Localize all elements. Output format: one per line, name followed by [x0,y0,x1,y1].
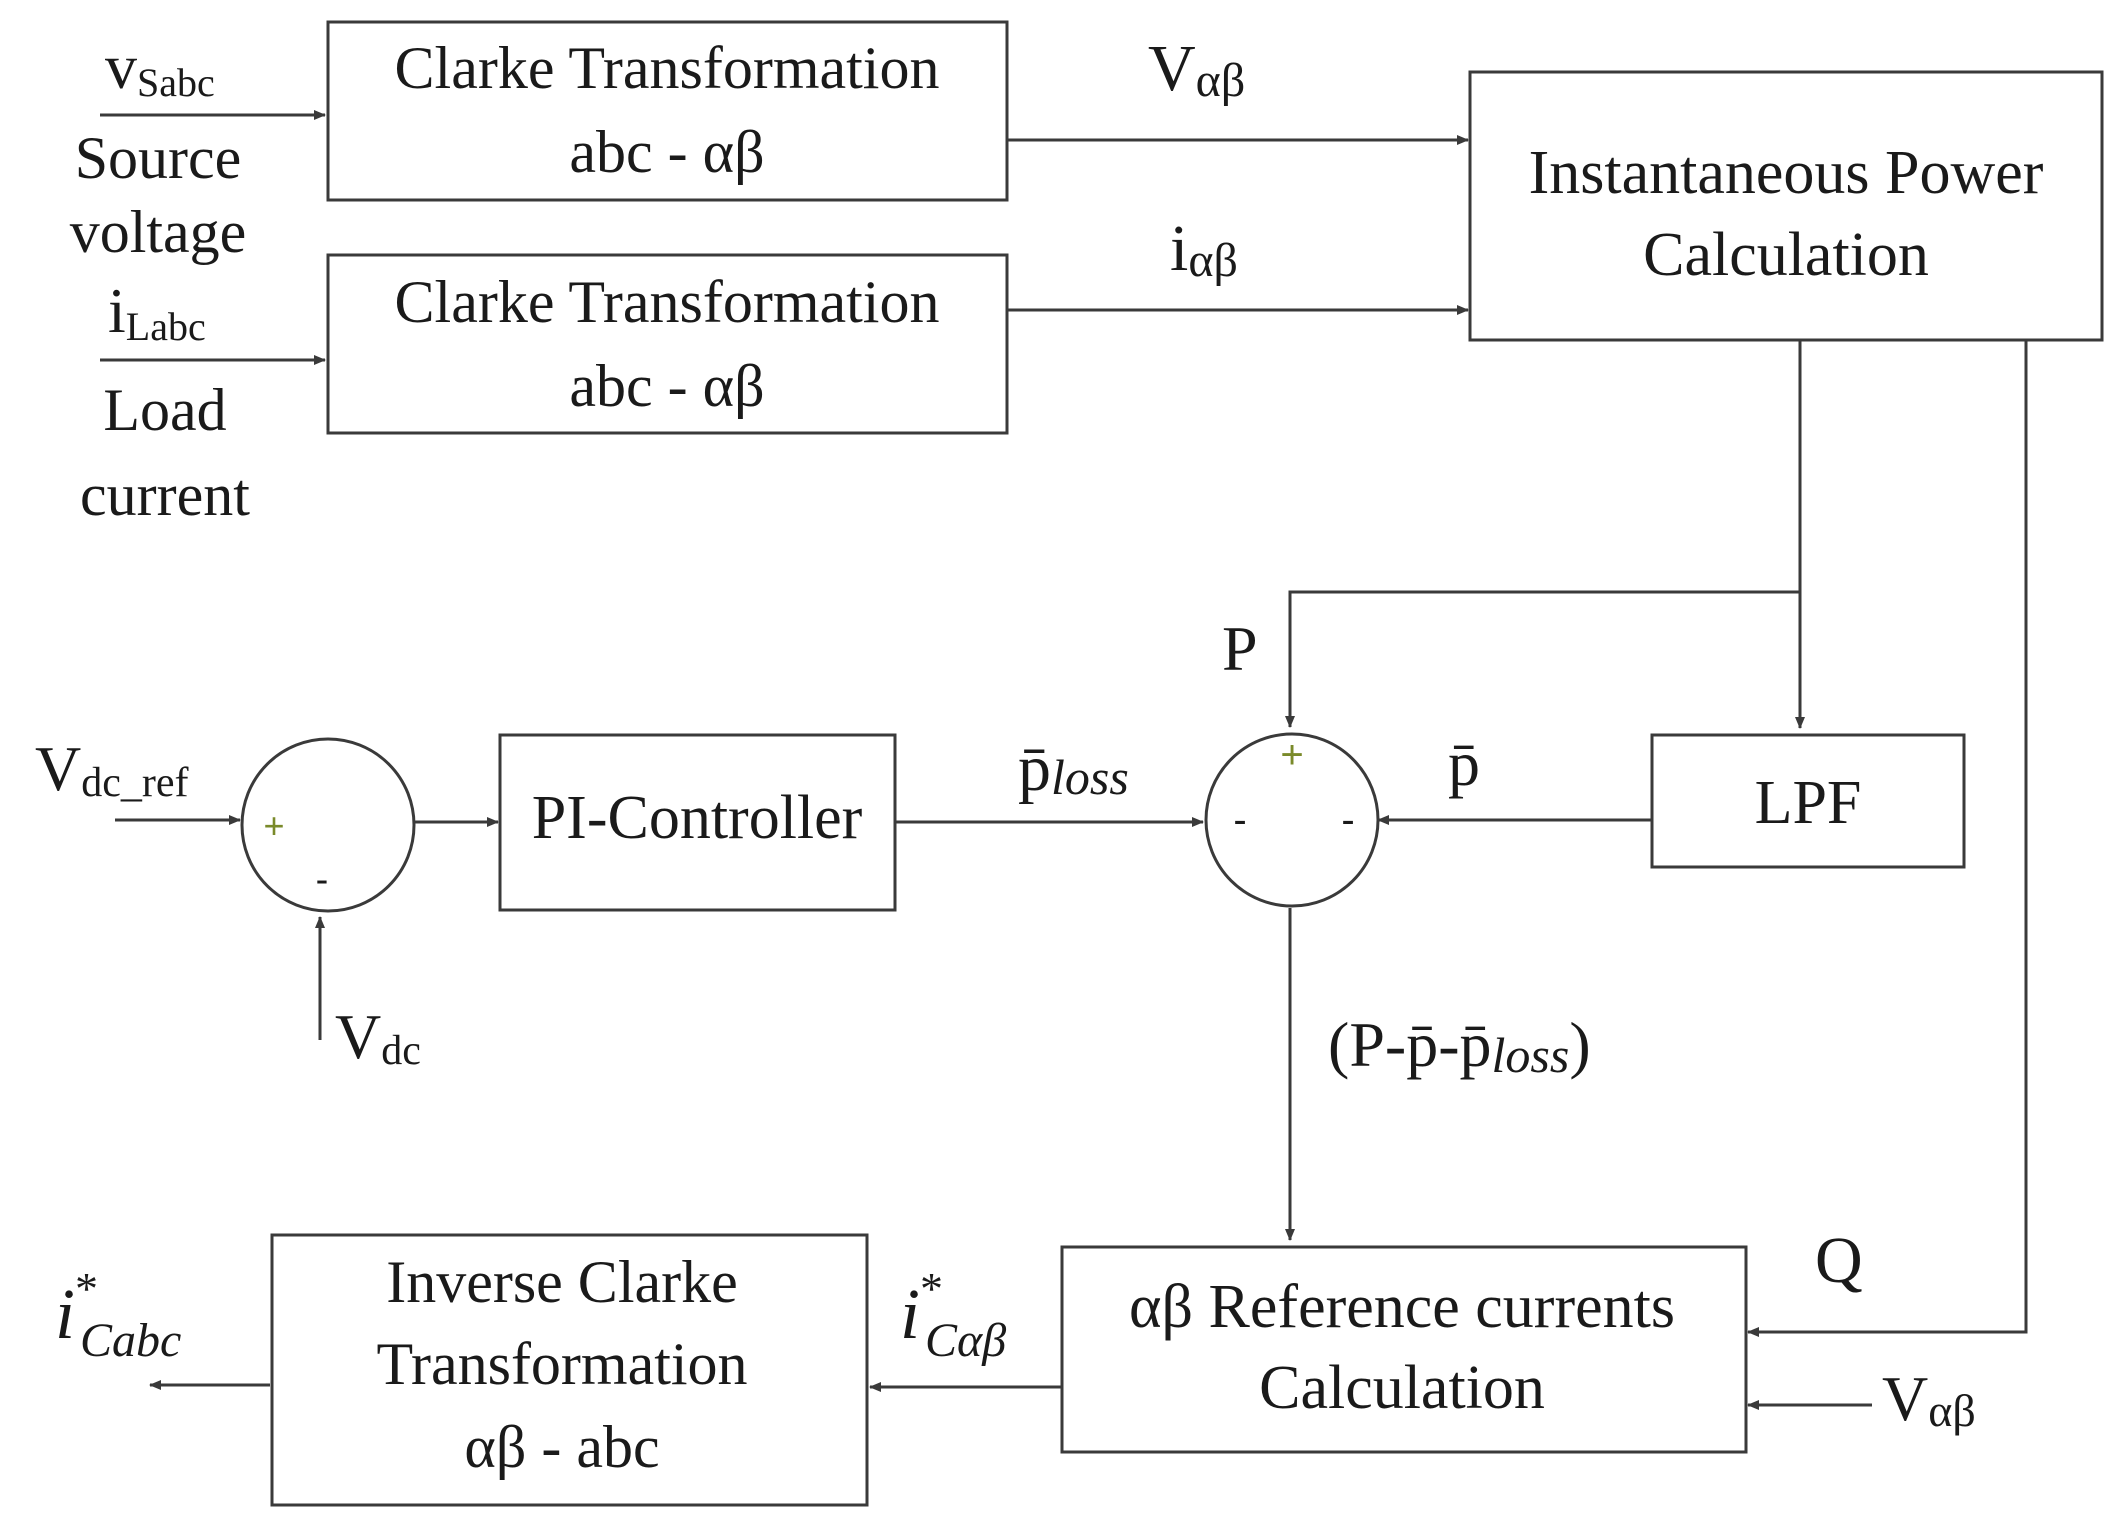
label-source: Source [75,125,242,191]
power-calc-title: Instantaneous Power [1529,139,2044,207]
signal-wires [100,110,2028,1410]
label-ic-alpha-beta: i*Cαβ [900,1263,1006,1367]
clarke-block-voltage: Clarke Transformation abc - αβ [326,20,1009,202]
dc-summer-plus-sign: + [263,805,284,846]
power-summer-minus-right: - [1341,798,1354,842]
power-summer-minus-left: - [1233,798,1246,842]
label-q: Q [1815,1224,1863,1297]
label-vdc-ref: Vdc_ref [35,733,188,806]
clarke-block-current: Clarke Transformation abc - αβ [326,253,1009,435]
label-v-alpha-beta-ref: Vαβ [1882,1363,1976,1436]
dc-summing-junction: + - [240,737,416,913]
pi-controller-label: PI-Controller [532,784,863,852]
label-i-alpha-beta: iαβ [1170,212,1238,287]
label-v-alpha-beta: Vαβ [1148,32,1245,107]
inv-clarke-title: Inverse Clarke [386,1249,738,1315]
label-vs-abc: vSabc [105,31,215,105]
ref-calc-subtitle: Calculation [1259,1354,1545,1422]
label-current: current [80,462,250,528]
label-ic-abc: i*Cabc [55,1263,181,1367]
inv-clarke-subtitle: Transformation [376,1331,747,1397]
clarke-current-subtitle: abc - αβ [569,353,764,419]
power-calc-subtitle: Calculation [1643,221,1929,289]
label-vdc: Vdc [335,1001,421,1074]
lpf-block: LPF [1650,733,1966,869]
label-error-signal: (P-p̄-p̄loss) [1328,1009,1591,1083]
clarke-voltage-title: Clarke Transformation [395,35,940,101]
label-voltage: voltage [70,199,247,265]
pi-controller-block: PI-Controller [498,733,897,912]
power-calculation-block: Instantaneous Power Calculation [1468,70,2104,342]
power-summer-plus-sign: + [1280,733,1303,777]
label-p-loss: p̄loss [1018,732,1129,805]
reference-currents-block: αβ Reference currents Calculation [1060,1245,1748,1454]
wire-p-to-summer [1285,590,1800,728]
lpf-label: LPF [1755,769,1862,837]
inv-clarke-mapping: αβ - abc [464,1414,659,1480]
clarke-voltage-subtitle: abc - αβ [569,119,764,185]
wire-q [1747,340,2028,1337]
clarke-current-title: Clarke Transformation [395,269,940,335]
power-summing-junction: + - - [1204,732,1380,908]
inverse-clarke-block: Inverse Clarke Transformation αβ - abc [270,1233,869,1507]
dc-summer-minus-sign: - [316,859,329,901]
label-p: P [1222,613,1258,684]
label-p-bar: p̄ [1448,728,1480,799]
label-il-abc: iLabc [108,275,206,349]
ref-calc-title: αβ Reference currents [1129,1273,1675,1341]
label-load: Load [103,377,226,443]
